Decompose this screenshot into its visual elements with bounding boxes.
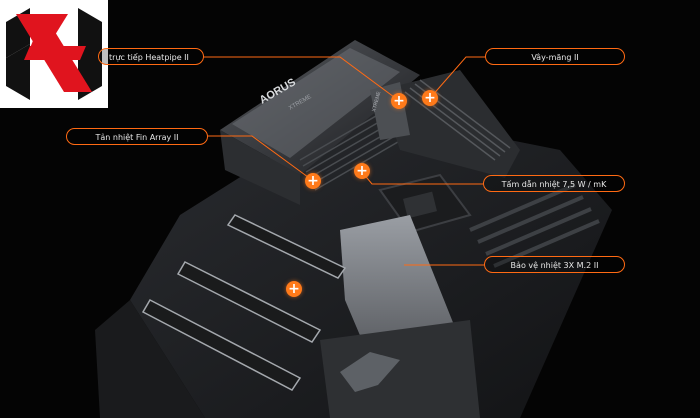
callout-heatpipe-label: trực tiếp Heatpipe II — [109, 53, 189, 62]
ram-slots — [469, 183, 600, 268]
eagle-emblem — [340, 352, 400, 392]
pcb-lower-left — [95, 300, 205, 418]
callout-thermal-pad-label: Tấm dẫn nhiệt 7,5 W / mK — [501, 180, 607, 189]
plus-icon[interactable]: + — [354, 163, 370, 179]
plus-icon[interactable]: + — [286, 281, 302, 297]
pcie-slots — [141, 214, 347, 391]
plus-icon[interactable]: + — [422, 90, 438, 106]
callout-fin-array-label: Tản nhiệt Fin Array II — [95, 133, 179, 142]
callout-heatpipe[interactable]: trực tiếp Heatpipe II — [98, 48, 204, 65]
callout-m2-shield-label: Bảo vệ nhiệt 3X M.2 II — [510, 261, 599, 270]
callout-fin-shell-label: Vây-măng II — [531, 53, 579, 62]
plus-icon[interactable]: + — [305, 173, 321, 189]
right-heatsink — [380, 70, 520, 178]
callout-fin-shell[interactable]: Vây-măng II — [485, 48, 625, 65]
cpu-socket-center — [403, 191, 437, 219]
callout-fin-array[interactable]: Tản nhiệt Fin Array II — [66, 128, 208, 145]
plus-icon[interactable]: + — [391, 93, 407, 109]
hxh-logo-icon[interactable] — [0, 0, 108, 108]
callout-m2-shield[interactable]: Bảo vệ nhiệt 3X M.2 II — [484, 256, 625, 273]
callout-thermal-pad[interactable]: Tấm dẫn nhiệt 7,5 W / mK — [483, 175, 625, 192]
vrm-label-text: XTREME — [371, 90, 382, 112]
chipset-cover — [320, 320, 480, 418]
